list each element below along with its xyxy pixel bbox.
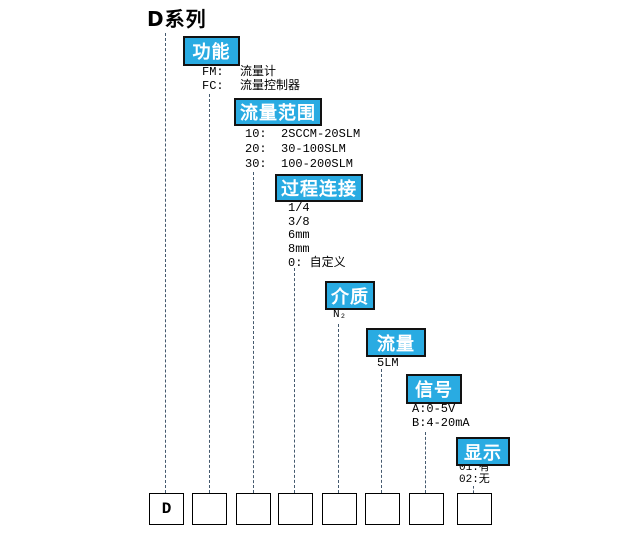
option-desc: 30-100SLM: [281, 142, 346, 156]
code-box-series: D: [149, 493, 184, 525]
option-row: 3/8: [288, 214, 310, 229]
label-box-signal: 信号: [406, 374, 462, 404]
option-desc: 2SCCM-20SLM: [281, 127, 361, 141]
label-box-process-connection: 过程连接: [275, 174, 363, 202]
label-flow: 流量: [377, 333, 415, 355]
label-process-connection: 过程连接: [281, 179, 357, 200]
option-code: 30:: [245, 157, 267, 171]
code-box-process-connection: [278, 493, 313, 525]
options-signal: A:0-5V B:4-20mA: [412, 402, 470, 430]
option-row: FM: 流量计: [202, 65, 300, 79]
option-code: FC:: [202, 79, 224, 93]
option-desc: 100-200SLM: [281, 157, 354, 171]
code-box-flow: [365, 493, 400, 525]
option-row: 10: 2SCCM-20SLM: [245, 127, 360, 142]
options-process-connection: 1/4 3/8 6mm 8mm 0: 自定义: [288, 201, 346, 271]
code-box-medium: [322, 493, 357, 525]
series-title: D系列: [147, 7, 207, 31]
label-box-flow-range: 流量范围: [234, 98, 322, 126]
label-box-function: 功能: [183, 36, 240, 66]
option-code: 20:: [245, 142, 267, 156]
code-box-signal: [409, 493, 444, 525]
option-row: B:4-20mA: [412, 416, 470, 430]
option-row: A:0-5V: [412, 402, 456, 416]
option-code: FM:: [202, 65, 224, 79]
label-display: 显示: [464, 442, 502, 464]
connector-line-2: [209, 94, 210, 493]
label-flow-range: 流量范围: [240, 103, 316, 124]
option-row: 30: 100-200SLM: [245, 157, 360, 172]
option-row: 6mm: [288, 228, 310, 243]
connector-line-3: [253, 172, 254, 493]
option-row: 8mm: [288, 242, 310, 257]
label-function: 功能: [192, 42, 231, 63]
option-row: N₂: [333, 309, 347, 321]
label-box-flow: 流量: [366, 328, 426, 357]
option-row: 0: 自定义: [288, 255, 346, 270]
option-row: 02:无: [459, 474, 490, 486]
option-desc: 流量控制器: [240, 79, 301, 93]
connector-line-1: [165, 33, 166, 493]
connector-line-6: [381, 369, 382, 493]
connector-line-8: [473, 486, 474, 493]
label-medium: 介质: [331, 286, 369, 308]
connector-line-5: [338, 324, 339, 493]
code-box-function: [192, 493, 227, 525]
option-row: 20: 30-100SLM: [245, 142, 360, 157]
option-row: FC: 流量控制器: [202, 79, 300, 93]
option-desc: 流量计: [240, 65, 277, 79]
code-box-flow-range: [236, 493, 271, 525]
connector-line-4: [294, 268, 295, 493]
label-box-medium: 介质: [325, 281, 375, 310]
code-box-display: [457, 493, 492, 525]
options-medium: N₂: [333, 309, 346, 321]
options-flow-range: 10: 2SCCM-20SLM 20: 30-100SLM 30: 100-20…: [245, 127, 360, 172]
label-signal: 信号: [415, 380, 453, 401]
options-flow: 5LM: [377, 357, 399, 370]
connector-line-7: [425, 432, 426, 493]
options-function: FM: 流量计 FC: 流量控制器: [202, 65, 300, 93]
option-row: 5LM: [377, 356, 399, 370]
option-code: 10:: [245, 127, 267, 141]
label-box-display: 显示: [456, 437, 510, 466]
option-row: 1/4: [288, 201, 310, 215]
